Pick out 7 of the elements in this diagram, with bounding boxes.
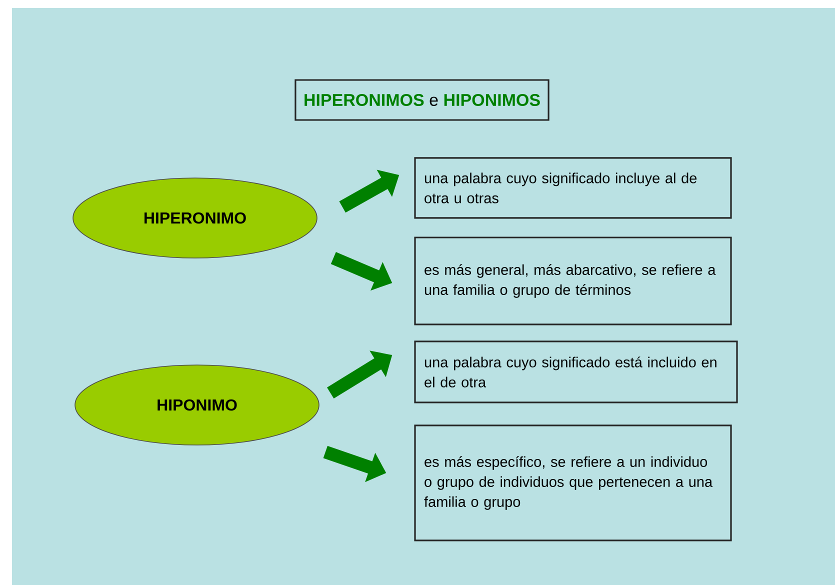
definition-box: es más general, más abarcativo, se refiere a una familia o grupo de términos — [414, 236, 732, 326]
definition-box: una palabra cuyo significado incluye al de otra u otras — [414, 157, 732, 219]
ellipse-node: HIPERONIMO — [72, 178, 318, 258]
title-box: HIPERONIMOS e HIPONIMOS — [294, 79, 550, 121]
definition-box: una palabra cuyo significado está incluido en el de otra — [414, 340, 738, 404]
definition-box: es más específico, se refiere a un individuo o grupo de individuos que pertenecen a una familia o grupo — [414, 424, 732, 542]
ellipse-node: HIPONIMO — [74, 364, 320, 446]
